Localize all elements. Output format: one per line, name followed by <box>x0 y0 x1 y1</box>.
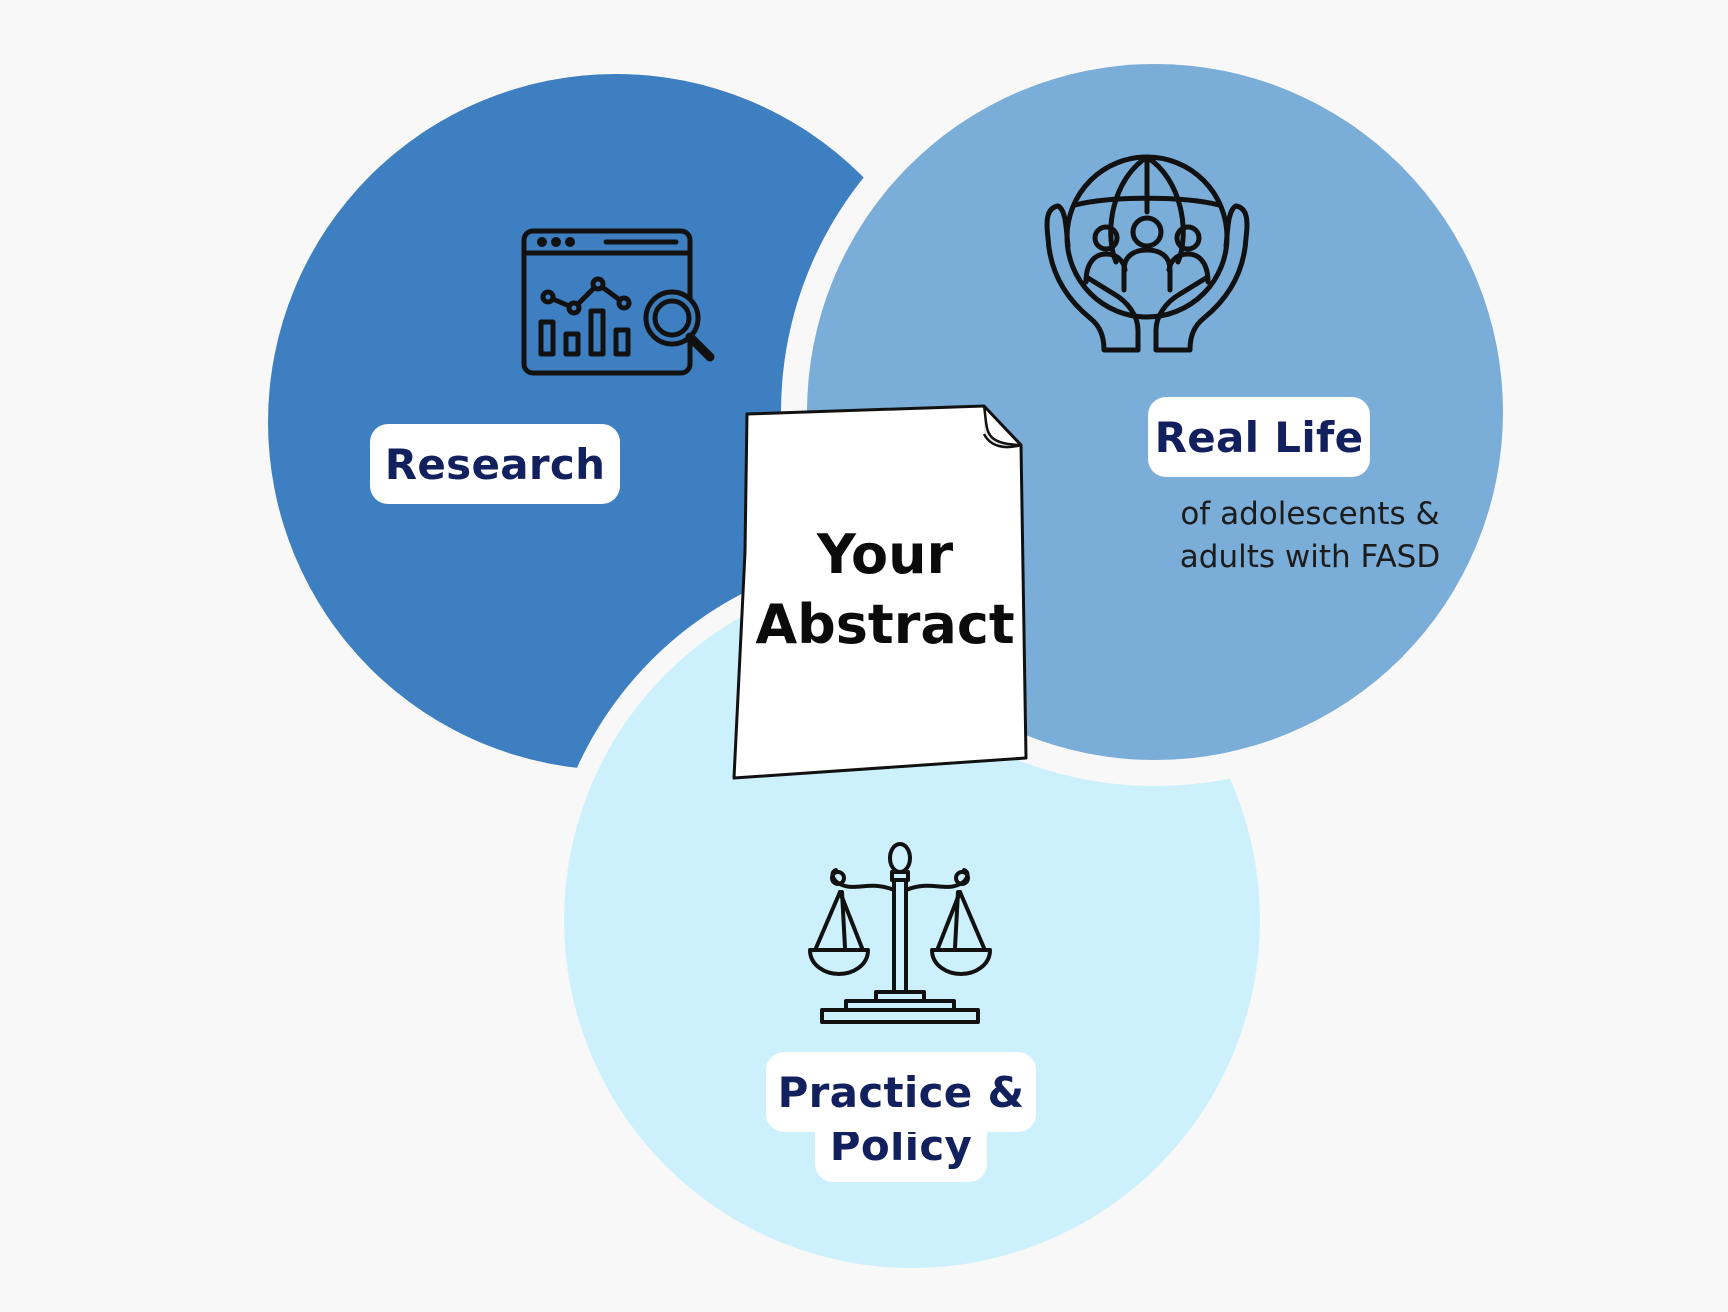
analytics-chart-magnifier-icon <box>521 228 715 376</box>
research-label-text: Research <box>384 439 606 489</box>
abstract-title-line2: Abstract <box>755 593 1015 656</box>
reallife-label-text: Real Life <box>1154 412 1364 462</box>
policy-label-line1: Practice & <box>766 1052 1036 1132</box>
scales-of-justice-icon <box>808 842 992 1024</box>
policy-label-line1-text: Practice & <box>777 1067 1025 1117</box>
reallife-subtitle-line2: adults with FASD <box>1179 539 1441 575</box>
reallife-subtitle: of adolescents & adults with FASD <box>1100 493 1520 579</box>
research-label: Research <box>370 424 620 504</box>
hands-holding-globe-people-icon <box>1044 154 1250 353</box>
abstract-title-line1: Your <box>816 523 954 586</box>
reallife-label: Real Life <box>1148 397 1370 477</box>
paper-sheet-icon <box>732 404 1028 780</box>
abstract-title: Your Abstract <box>745 520 1025 660</box>
reallife-subtitle-line1: of adolescents & <box>1180 496 1440 532</box>
